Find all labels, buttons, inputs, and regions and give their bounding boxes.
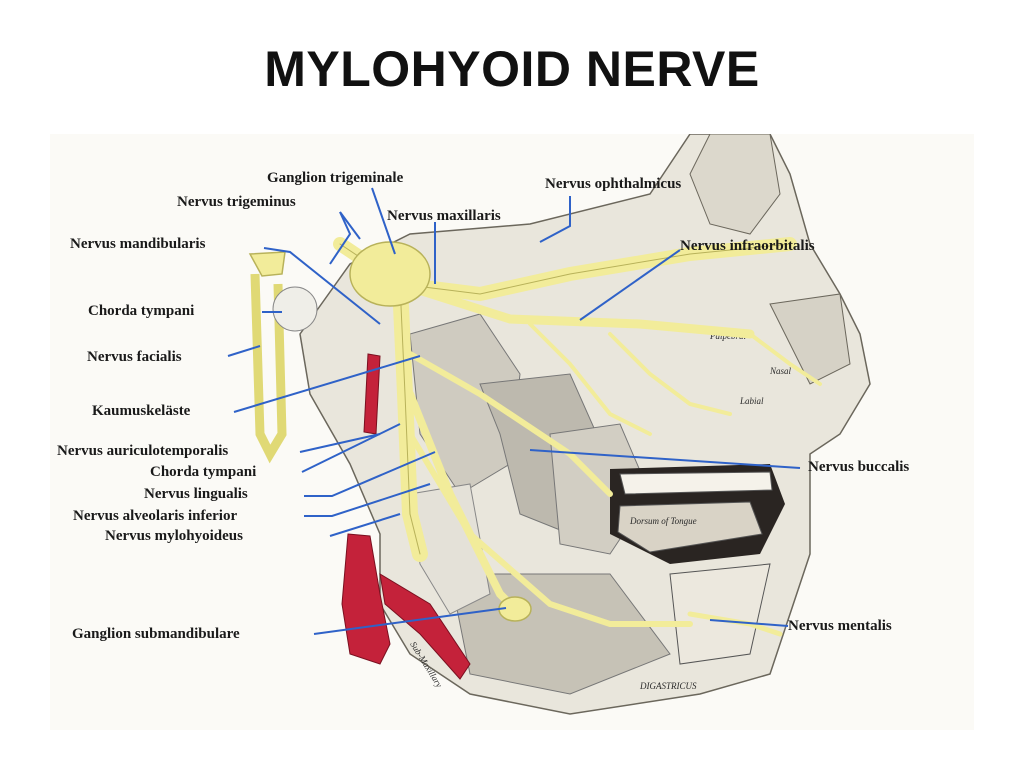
ganglion-trigeminale-mass [349, 241, 431, 307]
label-nervus-lingualis: Nervus lingualis [144, 486, 248, 502]
label-ganglion-submandibulare: Ganglion submandibulare [72, 626, 240, 642]
label-chorda-tympani-lower: Chorda tympani [150, 464, 257, 480]
digastricus-tag: DIGASTRICUS [639, 681, 697, 691]
label-nervus-alveolaris-inferior: Nervus alveolaris inferior [73, 508, 238, 524]
label-nervus-maxillaris: Nervus maxillaris [387, 208, 501, 224]
leader-nervus-facialis [227, 345, 261, 357]
label-nervus-buccalis: Nervus buccalis [808, 459, 910, 475]
mouth-region: Dorsum of Tongue DIGASTRICUS Nasal Labia… [610, 331, 792, 691]
label-chorda-tympani-upper: Chorda tympani [88, 303, 195, 319]
label-nervus-mentalis: Nervus mentalis [788, 618, 892, 634]
label-nervus-auriculotemporalis: Nervus auriculotemporalis [57, 443, 229, 459]
ear-region [248, 251, 318, 464]
tongue-tag: Dorsum of Tongue [629, 516, 697, 526]
leader-lines [227, 187, 801, 635]
label-nervus-infraorbitalis: Nervus infraorbitalis [680, 238, 815, 254]
leader-ganglion-submandibulare [313, 607, 507, 635]
leader-nervus-mylohyoideus [329, 513, 401, 537]
label-nervus-trigeminus: Nervus trigeminus [177, 194, 296, 210]
label-ganglion-trigeminale: Ganglion trigeminale [267, 170, 404, 186]
leader-nervus-mandibularis [263, 247, 381, 325]
leader-nervus-infraorbitalis [579, 249, 681, 321]
label-nervus-mylohyoideus: Nervus mylohyoideus [105, 528, 243, 544]
leader-nervus-trigeminus [329, 211, 352, 265]
leader-nervus-alveolaris-inferior [304, 483, 431, 517]
leader-nervus-buccalis [529, 449, 801, 469]
nasal-tag: Nasal [769, 366, 792, 376]
leader-nervus-ophthalmicus [539, 196, 571, 243]
slide-title: MYLOHYOID NERVE [264, 41, 760, 97]
label-nervus-facialis: Nervus facialis [87, 349, 182, 365]
leader-chorda-tympani-lower [301, 423, 401, 473]
label-kaumuskelaste: Kaumuskeläste [92, 403, 191, 419]
leader-nervus-trigeminus-2 [339, 211, 361, 240]
leader-ganglion-trigeminale [371, 187, 396, 255]
label-nervus-mandibularis: Nervus mandibularis [70, 236, 206, 252]
leader-nervus-lingualis [304, 451, 436, 497]
leader-nervus-mentalis [709, 619, 789, 627]
label-nervus-ophthalmicus: Nervus ophthalmicus [545, 176, 682, 192]
leader-nervus-auriculotemporalis [299, 433, 381, 453]
anatomy-illustration: Dorsum of Tongue DIGASTRICUS Nasal Labia… [227, 134, 871, 715]
anatomy-figure: Dorsum of Tongue DIGASTRICUS Nasal Labia… [50, 134, 974, 730]
labial-tag: Labial [739, 396, 764, 406]
leader-kaumuskelaste [233, 355, 421, 413]
